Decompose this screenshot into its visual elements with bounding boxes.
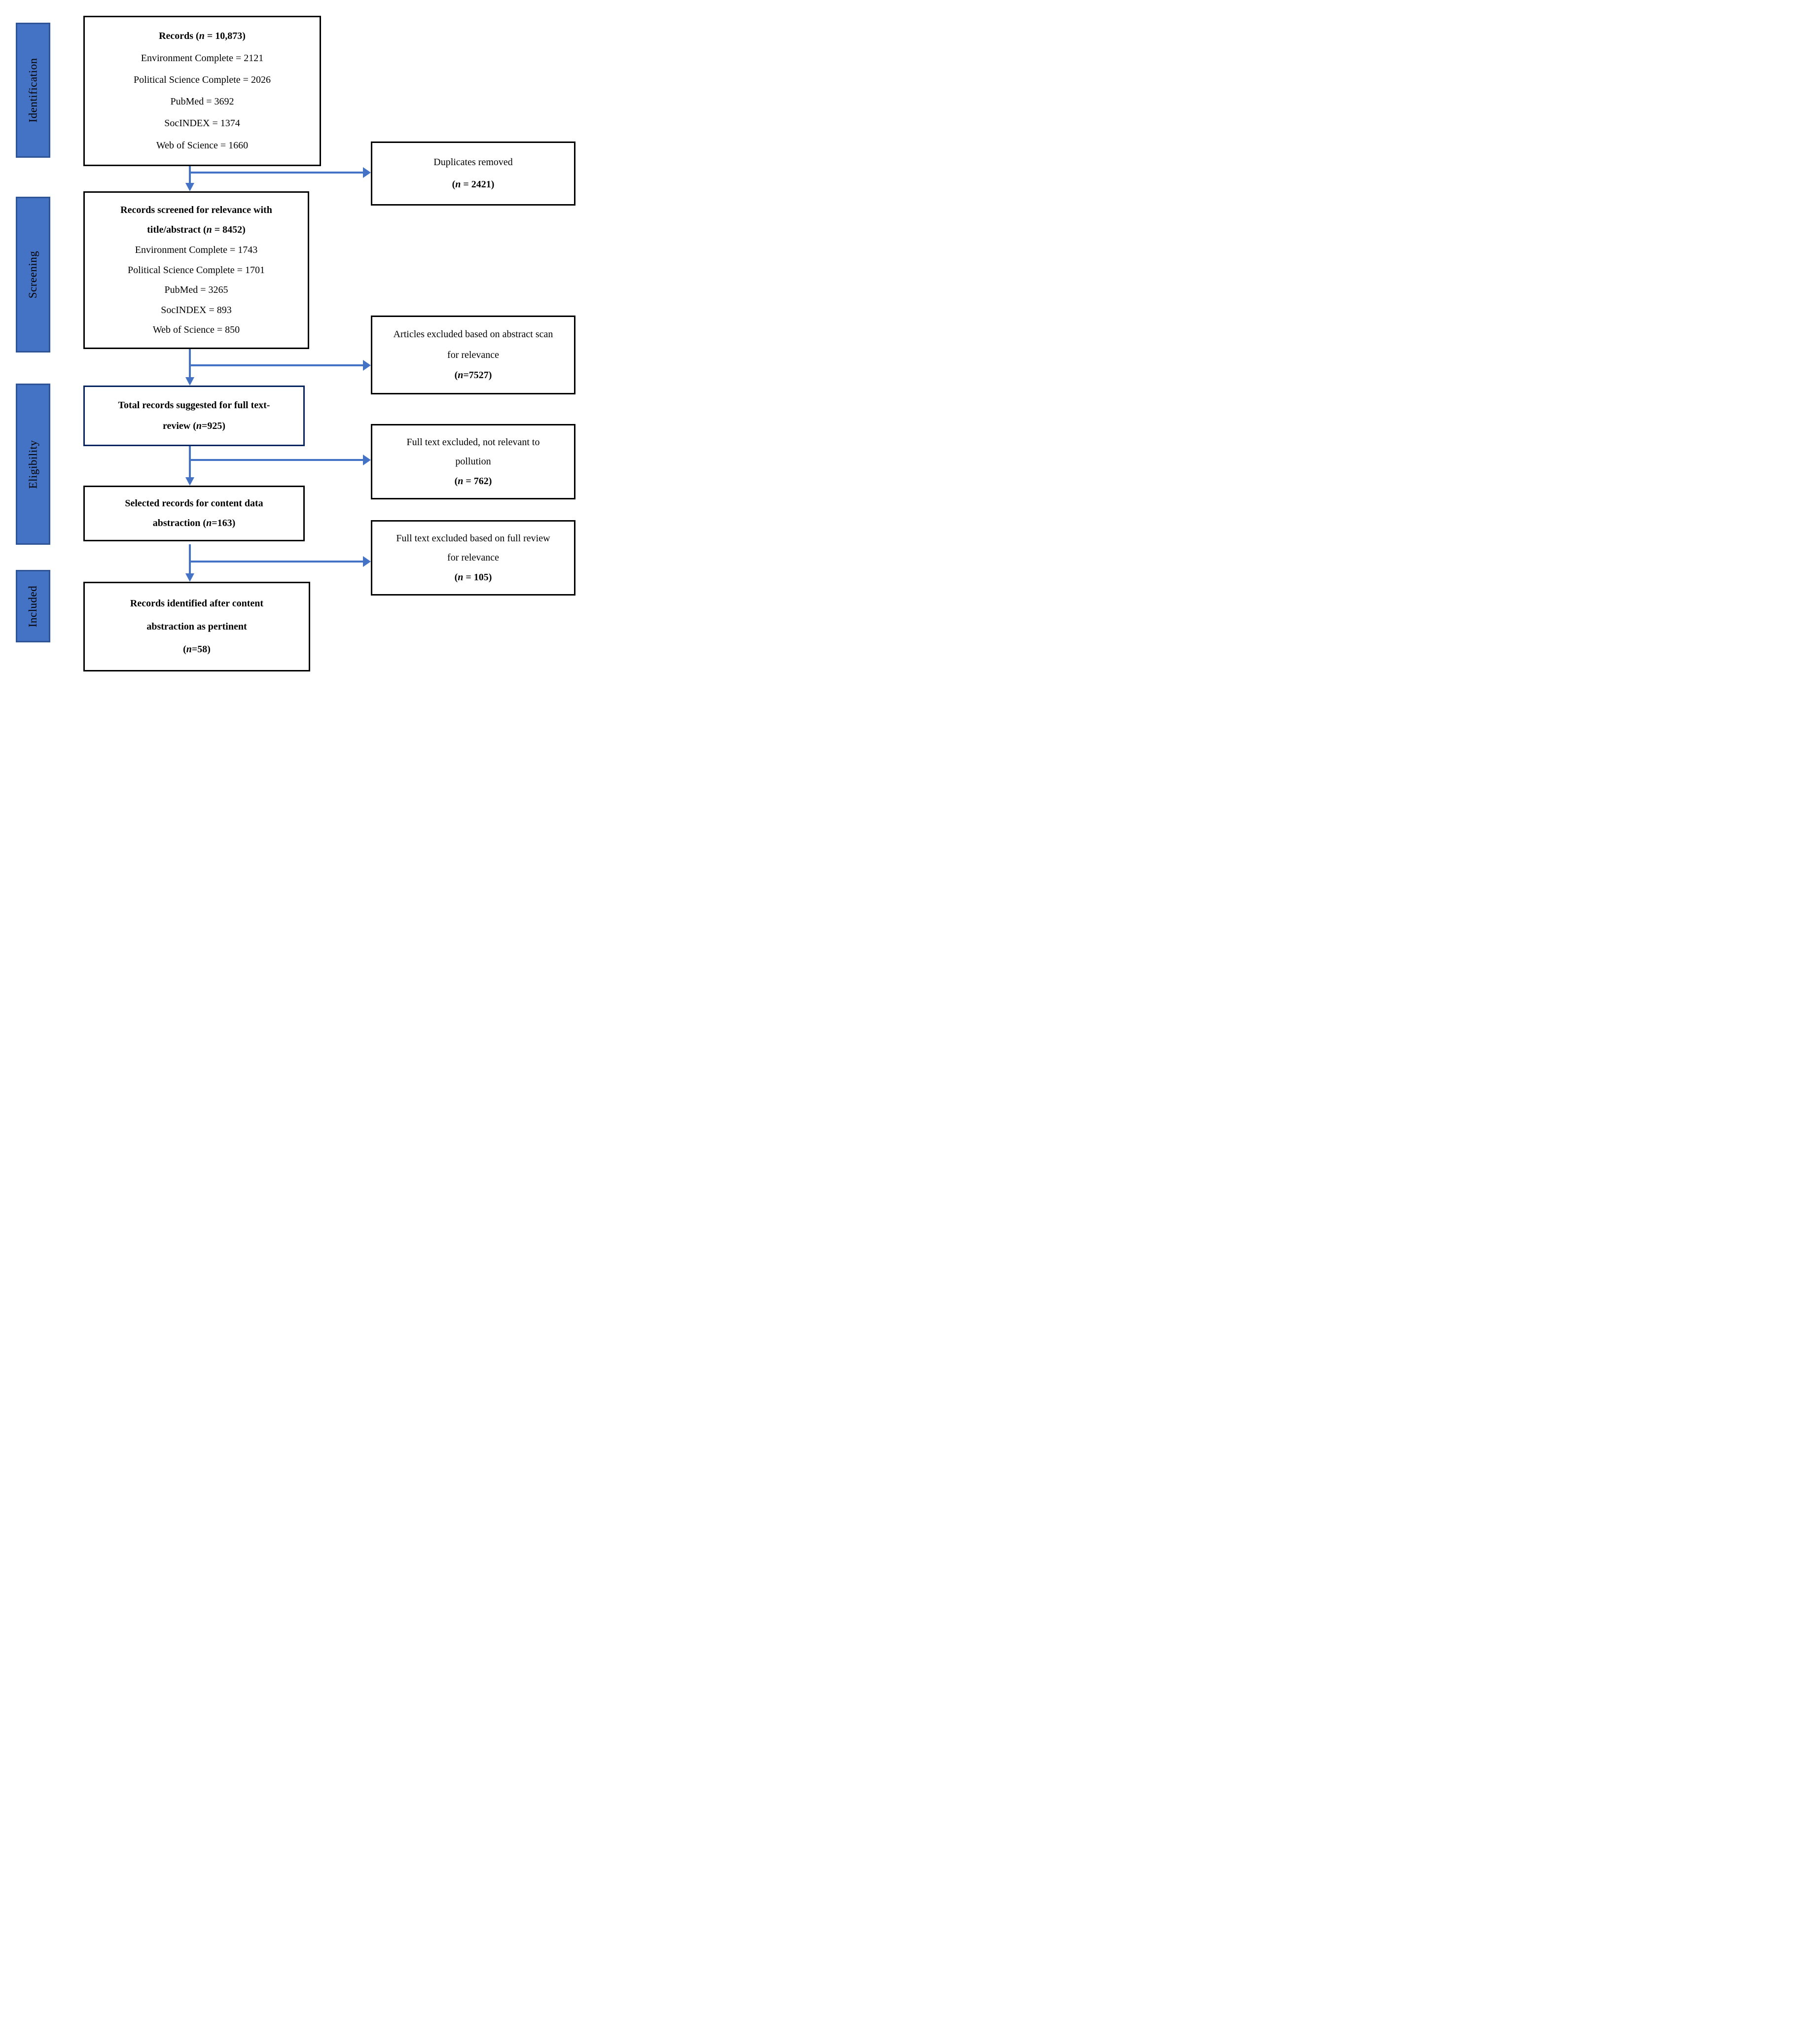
screened-box: Records screened for relevance with titl… <box>83 191 309 349</box>
stage-eligibility: Eligibility <box>16 384 50 545</box>
abstract-scan-n: (n=7527) <box>454 369 492 381</box>
arrow-to-full-review-line <box>190 561 363 563</box>
full-review-n: (n = 105) <box>454 571 492 583</box>
pertinent-records-box: Records identified after content abstrac… <box>83 582 310 671</box>
arrow-to-not-relevant-head <box>363 455 371 465</box>
content-abstraction-line2: abstraction (n=163) <box>152 517 236 529</box>
records-source: PubMed = 3692 <box>170 96 234 107</box>
arrow-to-duplicates-line <box>190 172 363 174</box>
abstract-scan-line1: Articles excluded based on abstract scan <box>393 329 553 340</box>
screened-source: PubMed = 3265 <box>164 284 228 296</box>
prisma-flow-diagram: Identification Screening Eligibility Inc… <box>0 0 598 681</box>
stage-screening-label: Screening <box>27 250 39 299</box>
stage-included-label: Included <box>27 585 39 627</box>
arrow-records-to-screened-head <box>185 183 194 191</box>
abstract-scan-line2: for relevance <box>447 349 499 360</box>
stage-identification-label: Identification <box>27 58 39 123</box>
duplicates-removed-box: Duplicates removed (n = 2421) <box>371 141 575 206</box>
records-source: SocINDEX = 1374 <box>164 118 240 129</box>
screened-source: Political Science Complete = 1701 <box>128 264 265 276</box>
arrow-to-abstract-scan-head <box>363 360 371 371</box>
duplicates-n: (n = 2421) <box>452 179 495 190</box>
not-relevant-n: (n = 762) <box>454 475 492 487</box>
stage-included: Included <box>16 570 50 642</box>
full-review-line2: for relevance <box>447 552 499 563</box>
arrow-screened-to-review-line <box>189 349 191 377</box>
stage-screening: Screening <box>16 197 50 352</box>
arrow-to-not-relevant-line <box>190 459 363 461</box>
screened-source: Environment Complete = 1743 <box>135 244 258 255</box>
not-relevant-line1: Full text excluded, not relevant to <box>406 436 540 448</box>
full-text-review-box: Total records suggested for full text- r… <box>83 386 305 446</box>
content-abstraction-box: Selected records for content data abstra… <box>83 486 305 541</box>
arrow-screened-to-review-head <box>185 377 194 386</box>
pertinent-line1: Records identified after content <box>130 598 264 609</box>
arrow-records-to-screened-line <box>189 166 191 183</box>
arrow-abstraction-to-pertinent-head <box>185 573 194 582</box>
pertinent-line3: (n=58) <box>183 644 211 655</box>
records-box: Records (n = 10,873) Environment Complet… <box>83 16 321 166</box>
screened-title-line1: Records screened for relevance with <box>120 204 272 215</box>
screened-title-line2: title/abstract (n = 8452) <box>147 224 246 236</box>
arrow-to-full-review-head <box>363 556 371 567</box>
records-source: Web of Science = 1660 <box>156 140 249 151</box>
full-text-review-line2: review (n=925) <box>162 421 226 432</box>
arrow-review-to-abstraction-head <box>185 477 194 486</box>
arrow-to-abstract-scan-line <box>190 364 363 366</box>
screened-source: Web of Science = 850 <box>152 324 240 336</box>
stage-eligibility-label: Eligibility <box>27 440 39 489</box>
abstract-scan-excluded-box: Articles excluded based on abstract scan… <box>371 316 575 394</box>
stage-identification: Identification <box>16 23 50 158</box>
not-relevant-line2: pollution <box>455 456 491 467</box>
not-relevant-excluded-box: Full text excluded, not relevant to poll… <box>371 424 575 499</box>
records-source: Environment Complete = 2121 <box>141 52 264 64</box>
pertinent-line2: abstraction as pertinent <box>146 621 247 632</box>
arrow-abstraction-to-pertinent-line <box>189 544 191 573</box>
arrow-review-to-abstraction-line <box>189 446 191 477</box>
arrow-to-duplicates-head <box>363 167 371 178</box>
content-abstraction-line1: Selected records for content data <box>125 498 263 509</box>
records-title: Records (n = 10,873) <box>159 31 246 42</box>
duplicates-line1: Duplicates removed <box>433 157 513 168</box>
full-review-excluded-box: Full text excluded based on full review … <box>371 520 575 596</box>
full-review-line1: Full text excluded based on full review <box>396 532 550 544</box>
screened-source: SocINDEX = 893 <box>161 304 232 316</box>
records-source: Political Science Complete = 2026 <box>134 74 271 85</box>
full-text-review-line1: Total records suggested for full text- <box>118 399 270 411</box>
